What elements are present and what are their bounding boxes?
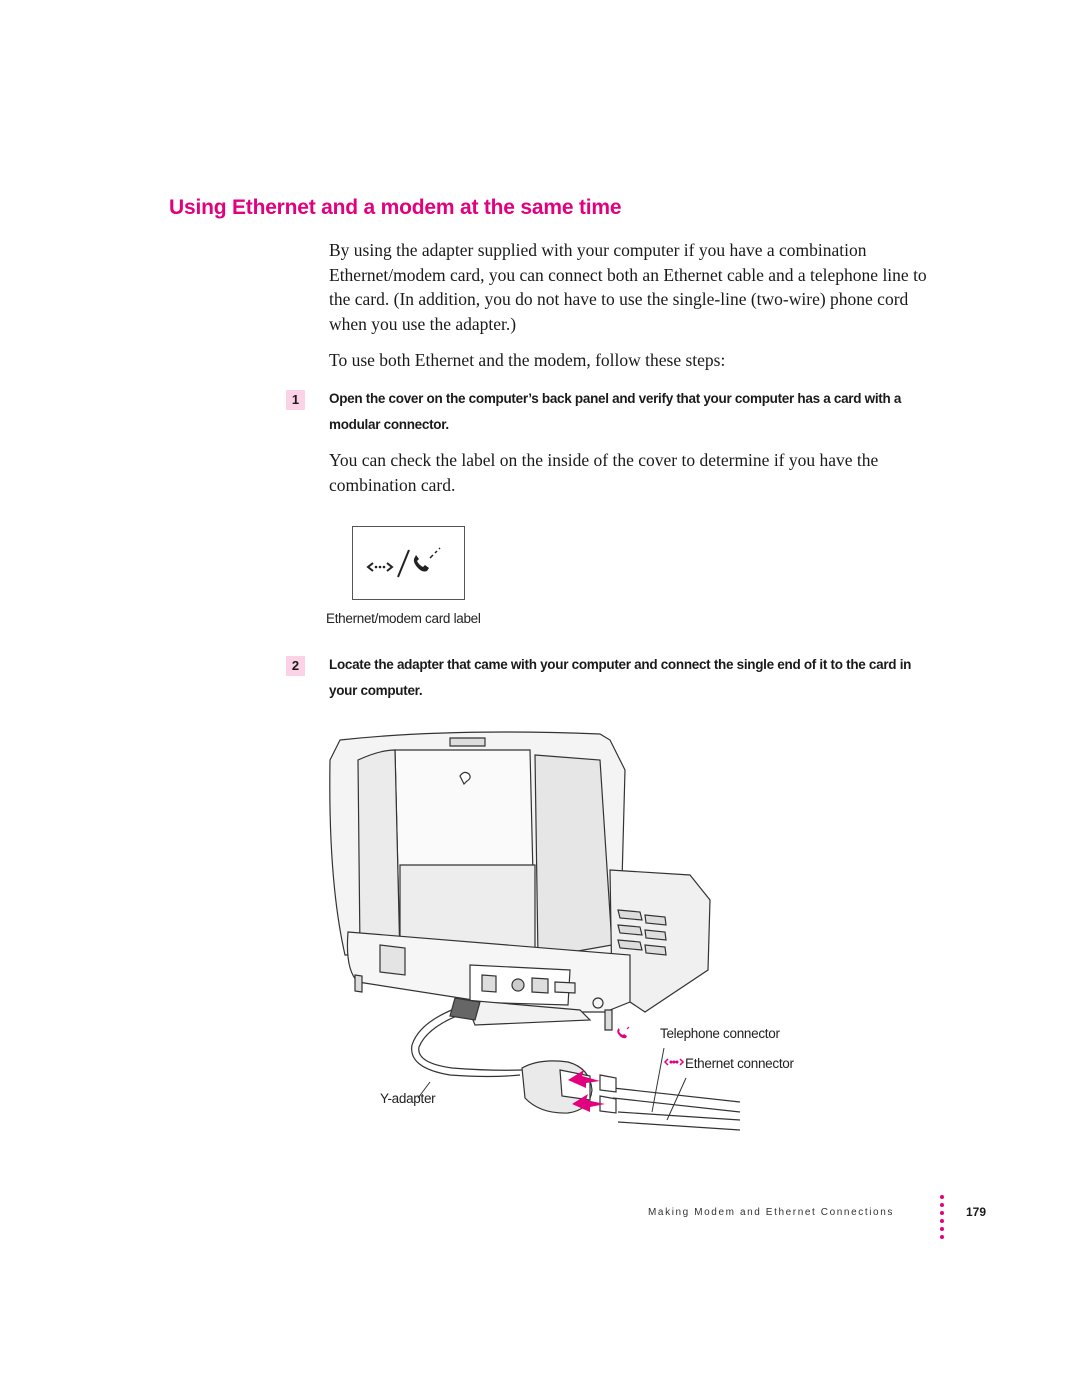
step-number-1: 1 [286, 390, 305, 410]
intro-paragraph: By using the adapter supplied with your … [329, 240, 927, 334]
y-adapter-label: Y-adapter [380, 1091, 436, 1106]
running-footer-title: Making Modem and Ethernet Connections [648, 1207, 894, 1218]
lead-in-paragraph: To use both Ethernet and the modem, foll… [329, 350, 726, 370]
telephone-connector-label: Telephone connector [660, 1026, 780, 1041]
card-label-figure [352, 526, 465, 600]
telephone-icon [617, 1026, 630, 1039]
step-1-instruction: Open the cover on the computer’s back pa… [329, 391, 902, 432]
separator-slash [397, 549, 410, 578]
section-heading: Using Ethernet and a modem at the same t… [169, 196, 622, 219]
step-1-detail: You can check the label on the inside of… [329, 450, 879, 495]
ethernet-icon [366, 562, 394, 572]
leader-lines [417, 1047, 687, 1121]
step-2-instruction: Locate the adapter that came with your c… [329, 657, 912, 698]
card-label-caption: Ethernet/modem card label [326, 611, 481, 626]
ethernet-connector-label: Ethernet connector [685, 1056, 794, 1071]
ethernet-icon [663, 1058, 685, 1066]
page-number: 179 [966, 1205, 987, 1219]
y-adapter-illustration [521, 1060, 617, 1114]
footer-dot-rule [940, 1195, 944, 1239]
telephone-icon [413, 547, 441, 572]
connection-arrows [568, 1070, 605, 1112]
adapter-connection-figure [300, 720, 820, 1150]
step-number-2: 2 [286, 656, 305, 676]
cable-illustration [411, 997, 741, 1131]
laptop-back-illustration [329, 731, 711, 1031]
